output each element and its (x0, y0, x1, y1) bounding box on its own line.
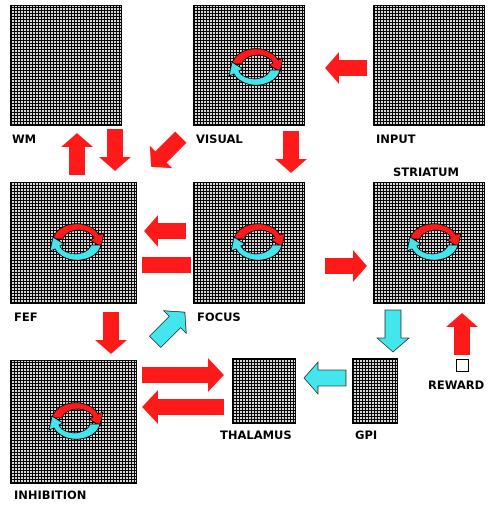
focus-to-striatum-arrow (325, 250, 367, 282)
fef-label: FEF (14, 310, 38, 324)
input-to-visual-arrow (325, 52, 367, 84)
inhibition-recurrent-icon (48, 402, 104, 440)
fef-to-focus-bar (142, 257, 191, 273)
fef-to-inhibition-arrow (95, 312, 127, 354)
striatum-label: STRIATUM (393, 165, 459, 179)
reward-to-striatum-arrow (446, 313, 478, 355)
gpi-to-thalamus-arrow (303, 361, 347, 395)
inhibition-label: INHIBITION (14, 488, 87, 502)
focus-grid (193, 182, 305, 304)
gpi-label: GPI (355, 428, 378, 442)
fef-to-wm-arrow (61, 133, 93, 175)
inhibition-grid (10, 360, 137, 484)
wm-to-fef-arrow (99, 129, 131, 171)
fef-grid (10, 182, 137, 304)
focus-to-fef-arrow (144, 215, 186, 247)
visual-to-fef-arrow (139, 125, 193, 179)
input-label: INPUT (376, 132, 416, 146)
striatum-recurrent-icon (406, 223, 462, 261)
visual-label: VISUAL (196, 132, 243, 146)
focus-label: FOCUS (197, 310, 241, 324)
input-grid (373, 5, 485, 126)
reward-label: REWARD (428, 378, 485, 392)
visual-recurrent-icon (228, 48, 284, 86)
visual-grid (193, 5, 305, 126)
reward-input-box (456, 359, 469, 372)
wm-label: WM (12, 132, 37, 146)
wm-grid (10, 5, 122, 126)
thalamus-label: THALAMUS (220, 428, 292, 442)
fef-recurrent-icon (49, 223, 105, 261)
gpi-grid (352, 358, 398, 424)
striatum-to-gpi-arrow (376, 309, 410, 353)
striatum-grid (373, 182, 485, 304)
thalamus-grid (232, 358, 296, 424)
inhibition-to-thalamus-arrow (142, 358, 224, 392)
inhibition-to-focus-arrow (143, 300, 197, 354)
visual-to-focus-arrow (275, 131, 307, 173)
thalamus-to-inhibition-arrow (142, 390, 224, 424)
focus-recurrent-icon (230, 223, 286, 261)
